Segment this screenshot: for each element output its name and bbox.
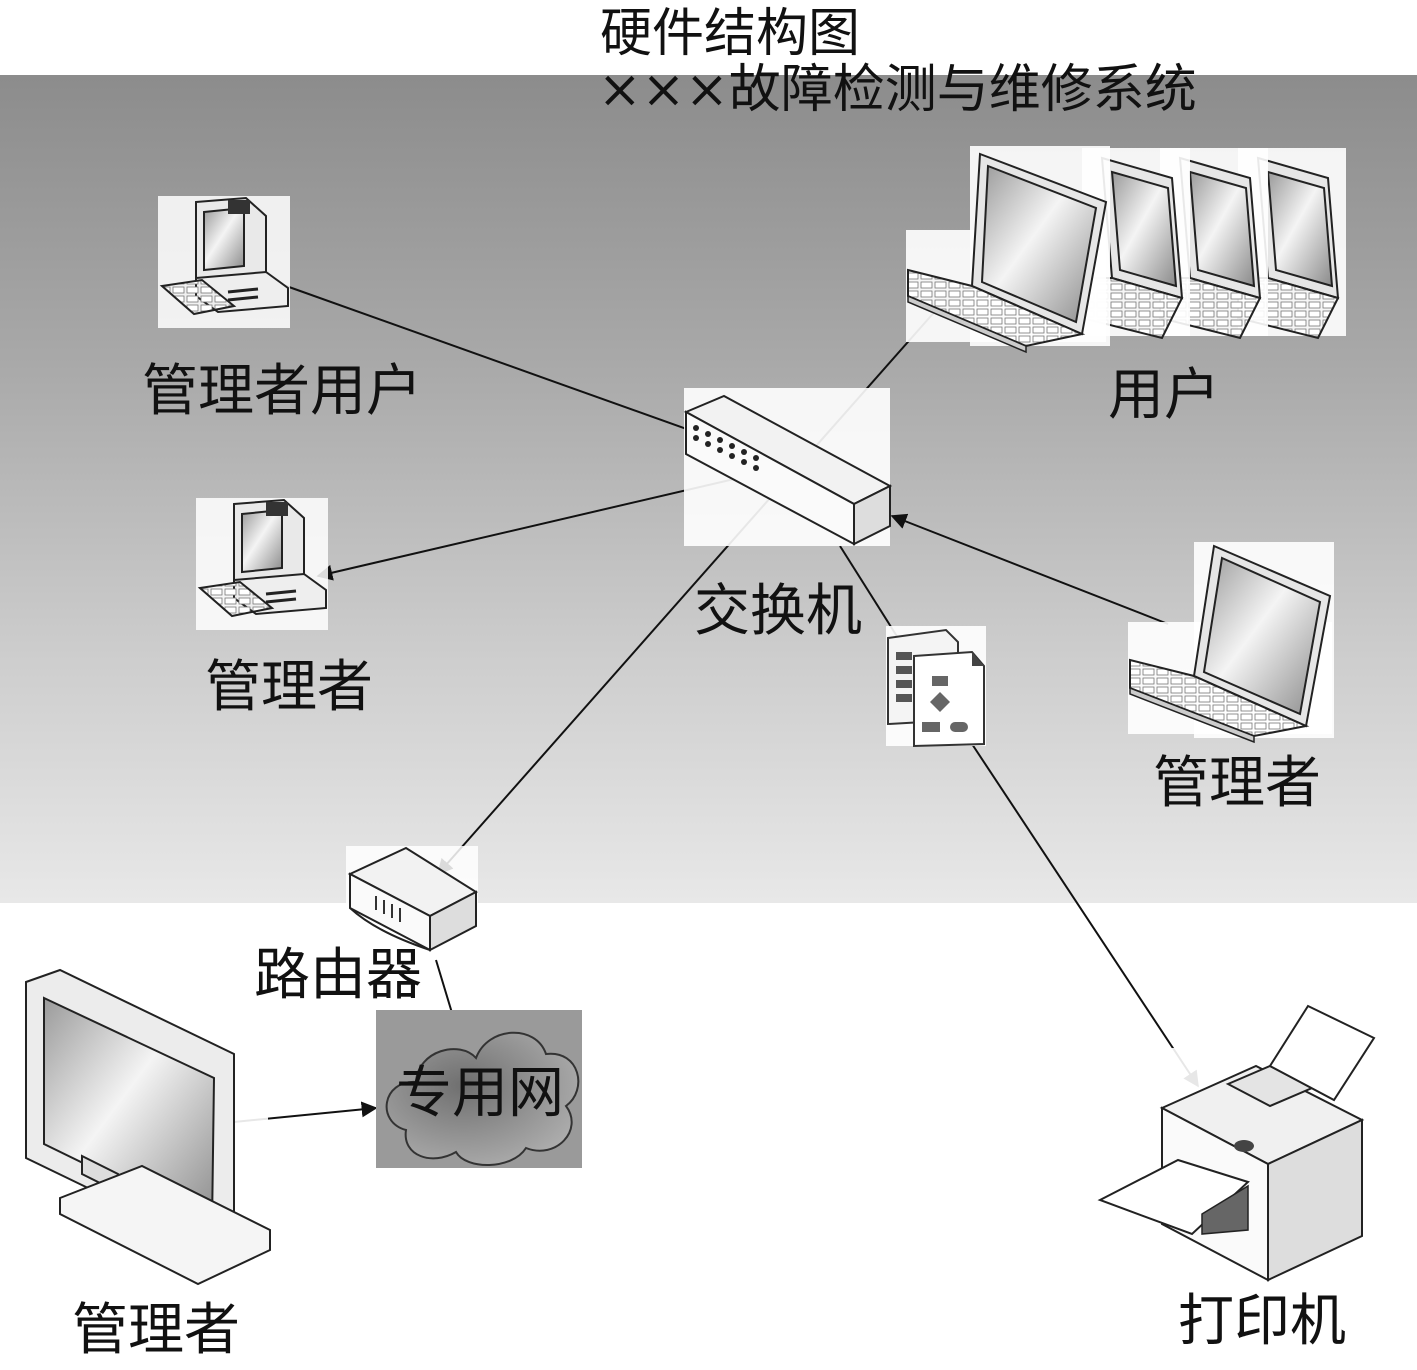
laptop-icon bbox=[1081, 148, 1190, 340]
node-label-admin-monitor: 管理者 bbox=[72, 1298, 240, 1363]
network-switch-icon bbox=[683, 388, 893, 546]
laptop-icon bbox=[1128, 542, 1334, 744]
diagram-subtitle: ×××故障检测与维修系统 bbox=[598, 60, 1197, 120]
node-label-admin-user: 管理者用户 bbox=[142, 359, 422, 424]
laptop-icon bbox=[906, 146, 1110, 354]
router-icon bbox=[346, 846, 479, 954]
link-document-to-printer bbox=[971, 743, 1199, 1088]
document-flowchart-icon bbox=[886, 626, 986, 748]
cloud-network-icon bbox=[376, 1010, 582, 1168]
diagram-title: 硬件结构图 bbox=[600, 4, 861, 64]
desktop-computer-icon bbox=[158, 196, 290, 328]
node-label-router: 路由器 bbox=[254, 943, 422, 1008]
node-label-switch: 交换机 bbox=[694, 579, 862, 644]
node-label-printer: 打印机 bbox=[1178, 1289, 1346, 1354]
node-label-private-network: 专用网 bbox=[396, 1061, 564, 1126]
node-label-users: 用户 bbox=[1108, 363, 1220, 428]
node-label-admin-desktop: 管理者 bbox=[205, 655, 373, 720]
desktop-computer-icon bbox=[196, 498, 328, 630]
link-users-to-router bbox=[436, 299, 946, 876]
link-admin-laptop-to-switch bbox=[890, 513, 1169, 625]
link-switch-to-document bbox=[839, 545, 899, 639]
monitor-icon bbox=[25, 968, 271, 1286]
node-label-admin-laptop: 管理者 bbox=[1153, 751, 1321, 816]
laptop-group-icon bbox=[906, 146, 1346, 354]
printer-icon bbox=[1097, 1004, 1417, 1282]
